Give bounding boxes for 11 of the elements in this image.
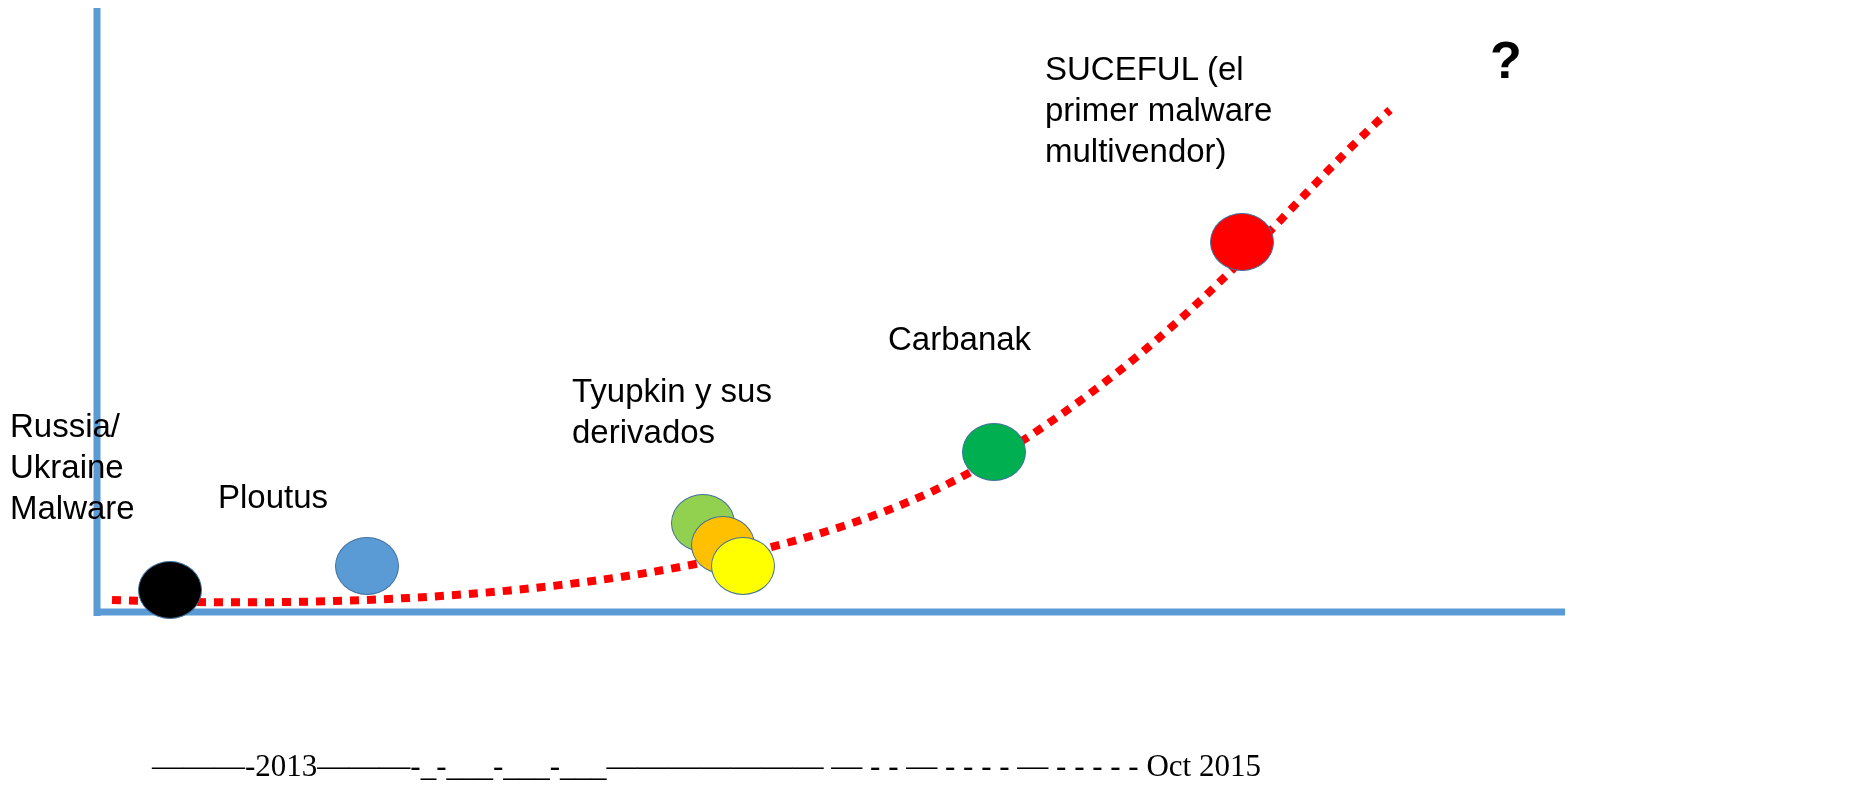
- circle-marker: [335, 537, 399, 595]
- timeline-axis-label: ———-2013———-_-___-___-___——————— — - - — - - - - — - - - - - Oct 2015: [152, 748, 1261, 784]
- question-mark: ?: [1490, 30, 1522, 90]
- marker-label: Carbanak: [888, 319, 1033, 359]
- circle-marker: [138, 561, 202, 619]
- circle-marker: [1210, 213, 1274, 271]
- circle-marker: [711, 537, 775, 595]
- circle-marker: [962, 423, 1026, 481]
- marker-label: Tyupkin y sus derivados: [572, 371, 773, 452]
- marker-label: Ploutus: [218, 477, 330, 517]
- marker-label: SUCEFUL (el primer malware multivendor): [1045, 49, 1274, 171]
